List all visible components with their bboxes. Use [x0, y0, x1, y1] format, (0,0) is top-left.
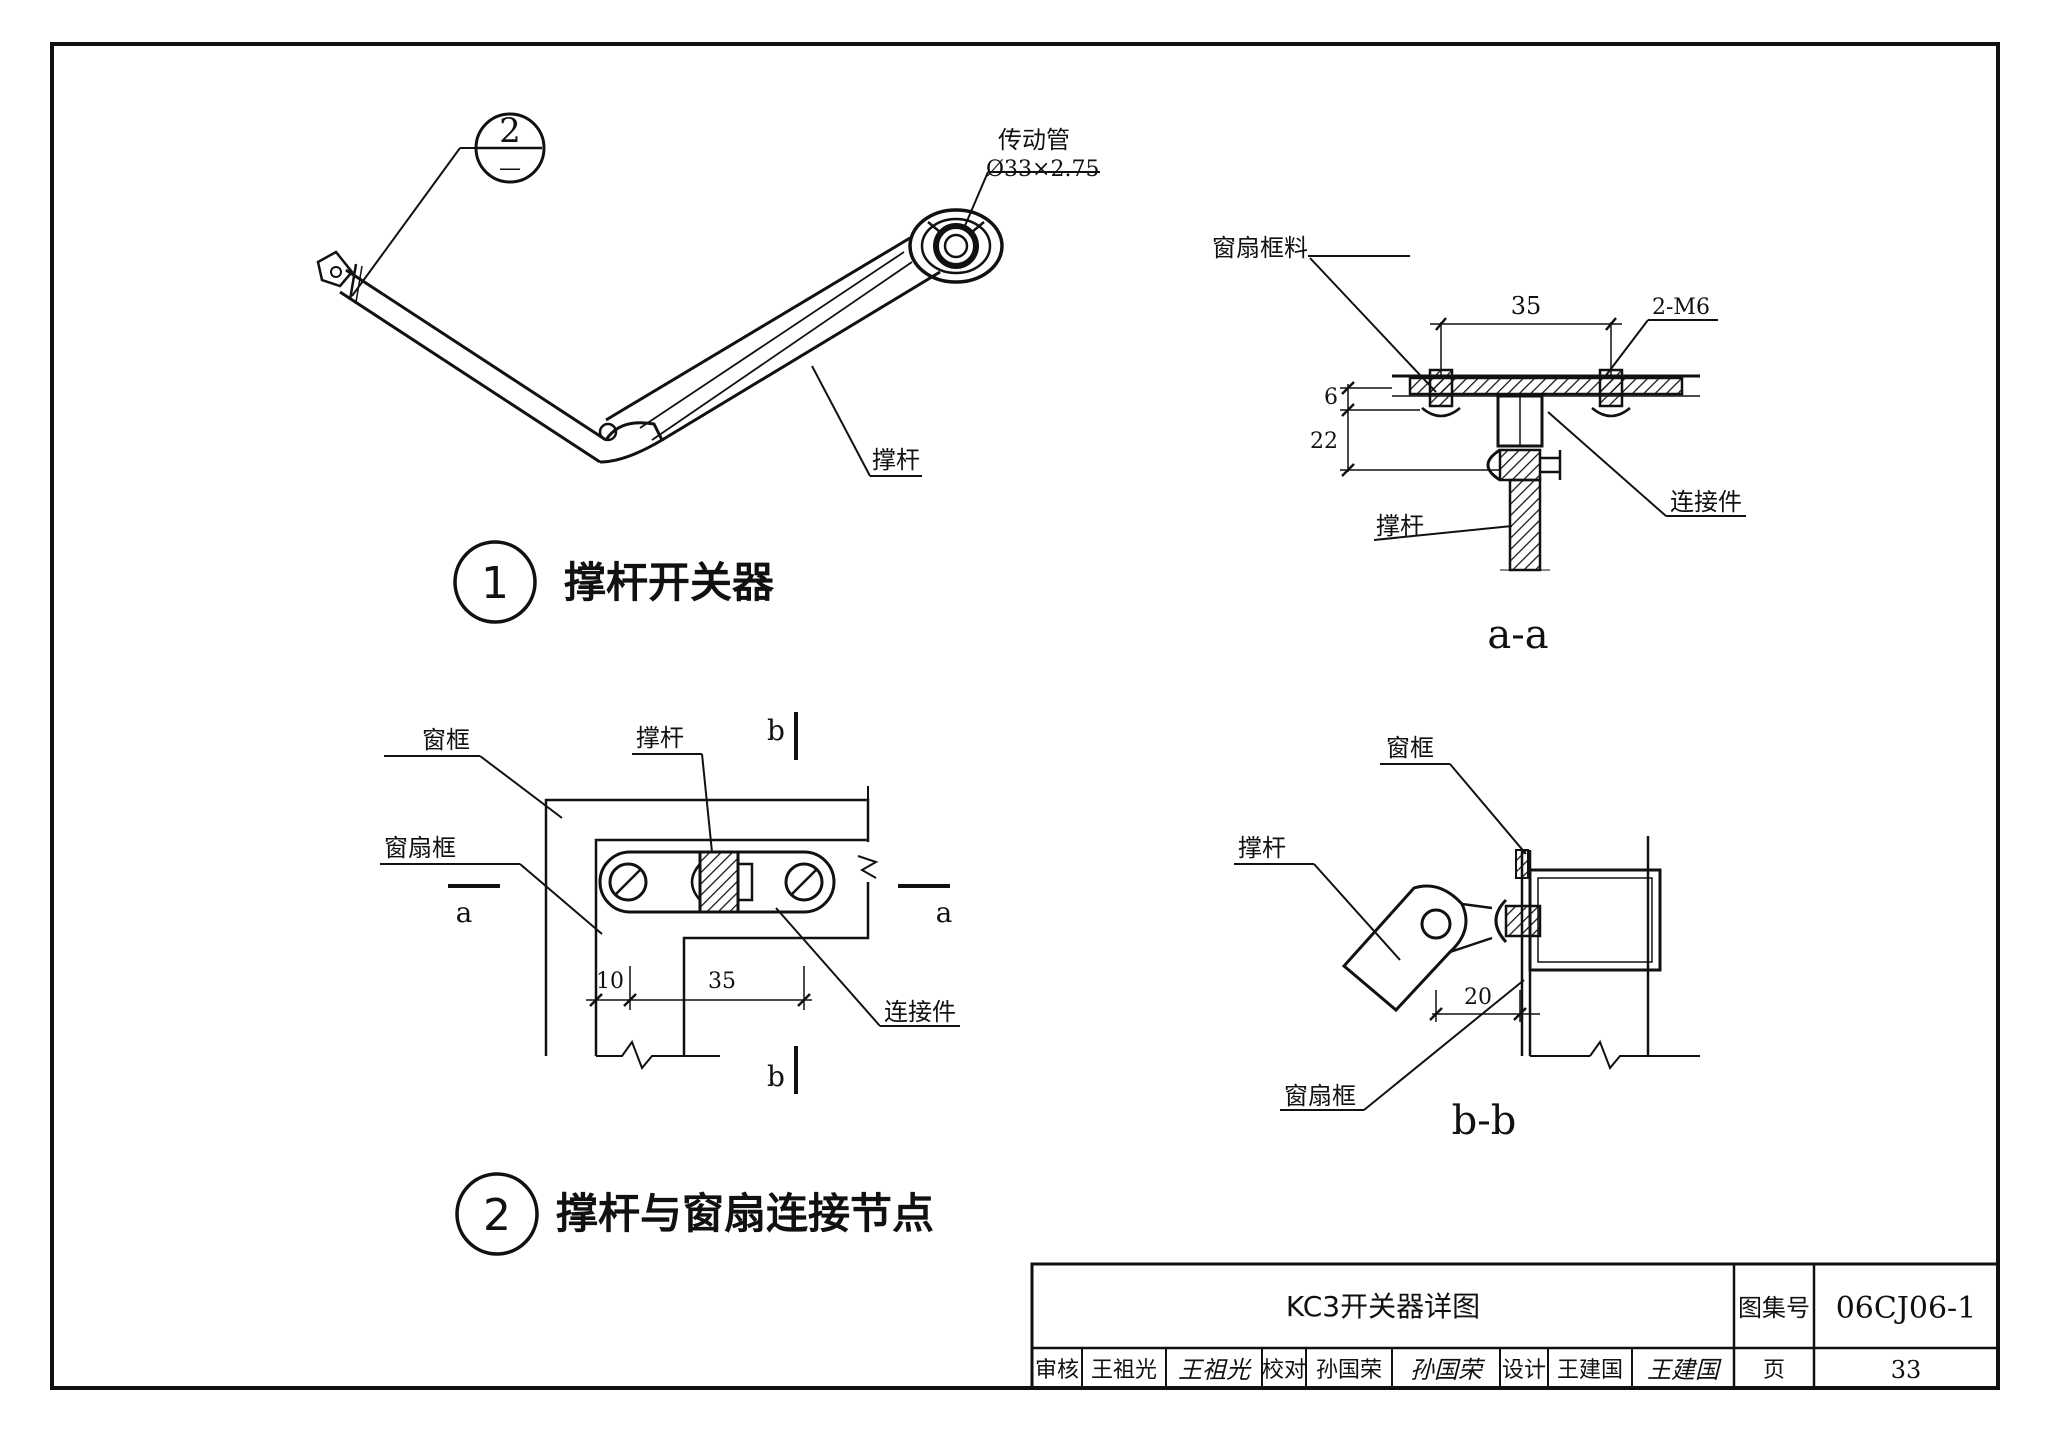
checker-name: 孙国荣: [1316, 1358, 1382, 1383]
designer-name: 王建国: [1557, 1358, 1623, 1383]
strut-label-bb: 撑杆: [1238, 834, 1286, 862]
section-aa-caption: a-a: [1487, 612, 1548, 658]
checker-signature: 孙国荣: [1410, 1356, 1486, 1384]
connection-node-drawing: b b a a 10 35 窗框 窗扇框 撑杆 连接件: [380, 712, 960, 1094]
connector-label-node: 连接件: [884, 998, 956, 1026]
page-label: 页: [1763, 1358, 1785, 1383]
reviewer-signature: 王祖光: [1178, 1356, 1252, 1384]
section-aa-drawing: 35 6 22 窗扇框料 2-M6 连接件 撑杆: [1212, 234, 1746, 572]
dim-35-node: 35: [708, 969, 736, 994]
detail-1-marker: [453, 540, 537, 624]
dim-20: 20: [1464, 985, 1492, 1010]
section-bb-drawing: 20 窗框 撑杆 窗扇框: [1234, 734, 1700, 1111]
atlas-number: 06CJ06-1: [1836, 1291, 1977, 1326]
callout-sheet: —: [499, 156, 521, 181]
title-block: KC3开关器详图 图集号 06CJ06-1 审核 王祖光 王祖光 校对 孙国荣 …: [1030, 1262, 2000, 1390]
bolt-label: 2-M6: [1652, 295, 1710, 320]
page-number: 33: [1891, 1356, 1922, 1384]
detail-2-marker: [455, 1172, 539, 1256]
strut-label-node: 撑杆: [636, 724, 684, 752]
strut-opener-drawing: 2 — 传动管 Ø33×2.75 撑杆: [316, 111, 1100, 477]
dim-35: 35: [1511, 292, 1542, 320]
design-label: 设计: [1502, 1358, 1546, 1383]
designer-signature: 王建国: [1647, 1356, 1722, 1384]
dim-10: 10: [596, 969, 624, 994]
detail-2-number: 2: [483, 1190, 511, 1241]
detail-1-number: 1: [481, 558, 509, 609]
strut-label: 撑杆: [872, 446, 920, 474]
atlas-label: 图集号: [1738, 1294, 1810, 1322]
drawing-title: KC3开关器详图: [1286, 1290, 1480, 1323]
check-label: 校对: [1262, 1358, 1306, 1383]
dim-22: 22: [1310, 429, 1338, 454]
sash-frame-label: 窗扇框: [384, 834, 456, 862]
section-bb-caption: b-b: [1452, 1098, 1517, 1144]
tube-label: 传动管: [998, 126, 1070, 154]
window-frame-label: 窗框: [422, 726, 470, 754]
section-mark-a-right: a: [936, 896, 953, 929]
section-mark-b-bottom: b: [767, 1060, 785, 1093]
detail-2-title: 撑杆与窗扇连接节点: [556, 1189, 934, 1238]
connector-label-aa: 连接件: [1670, 488, 1742, 516]
sash-frame-material-label: 窗扇框料: [1212, 234, 1308, 262]
section-mark-b-top: b: [767, 714, 785, 747]
sash-frame-label-bb: 窗扇框: [1284, 1082, 1356, 1110]
review-label: 审核: [1035, 1358, 1079, 1383]
reviewer-name: 王祖光: [1091, 1358, 1157, 1383]
sheet-border: [50, 42, 2000, 1390]
dim-6: 6: [1324, 385, 1338, 410]
detail-1-title: 撑杆开关器: [564, 558, 775, 607]
callout-number: 2: [499, 111, 521, 151]
tube-spec: Ø33×2.75: [986, 157, 1099, 182]
window-frame-label-bb: 窗框: [1386, 734, 1434, 762]
section-mark-a-left: a: [456, 896, 473, 929]
strut-label-aa: 撑杆: [1376, 512, 1424, 540]
